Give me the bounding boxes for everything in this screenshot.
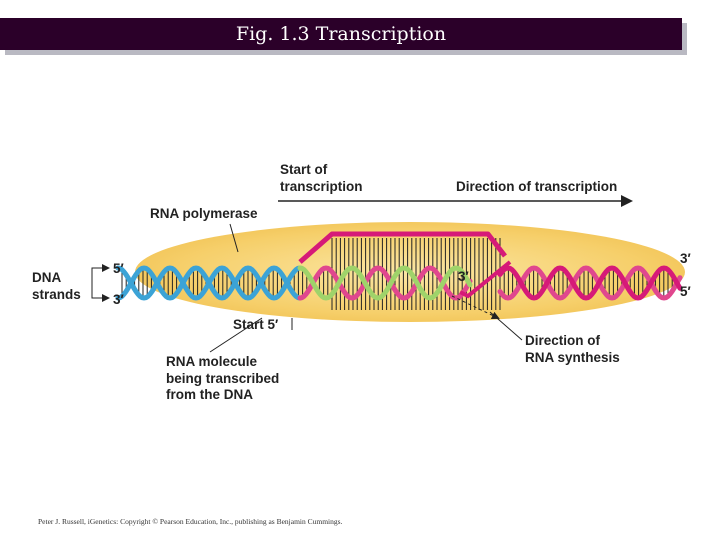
three-prime-inner-label: 3′ [458, 269, 469, 284]
start-of-transcription-label-2: transcription [280, 179, 363, 194]
five-prime-right-label: 5′ [680, 284, 691, 299]
rna-molecule-label-2: being transcribed [166, 371, 279, 386]
direction-of-rna-synthesis-label-2: RNA synthesis [525, 350, 620, 365]
dna-helix [115, 265, 683, 301]
start-5-label: Start 5′ [233, 317, 278, 332]
direction-of-rna-synthesis-label-1: Direction of [525, 333, 601, 348]
rna-synthesis-dashed-arrow [451, 295, 500, 320]
dna-strand-blue-b [115, 265, 303, 301]
rna-molecule-leader [209, 317, 263, 353]
template-strand-dip [459, 260, 512, 299]
rna-molecule-label-1: RNA molecule [166, 354, 258, 369]
rna-polymerase-label: RNA polymerase [150, 206, 258, 221]
dna-strands-label-1: DNA [32, 270, 61, 285]
dna-strands-bracket [91, 267, 98, 299]
start-of-transcription-label-1: Start of [280, 162, 328, 177]
three-prime-right-label: 3′ [680, 251, 691, 266]
copyright-footer: Peter J. Russell, iGenetics: Copyright ©… [38, 517, 343, 526]
rna-molecule-label-3: from the DNA [166, 387, 253, 402]
three-prime-left-label: 3′ [113, 292, 124, 307]
direction-of-transcription-label: Direction of transcription [456, 179, 617, 194]
rna-polymerase-leader [229, 223, 239, 253]
slide-title: Fig. 1.3 Transcription [235, 23, 447, 45]
title-bar: Fig. 1.3 Transcription [0, 18, 682, 50]
nontemplate-strand-bulge [298, 231, 507, 264]
dna-strands-label-2: strands [32, 287, 81, 302]
dna-strand-pink-b [497, 265, 683, 301]
rna-strand-green [297, 265, 473, 301]
five-prime-left-label: 5′ [113, 261, 124, 276]
